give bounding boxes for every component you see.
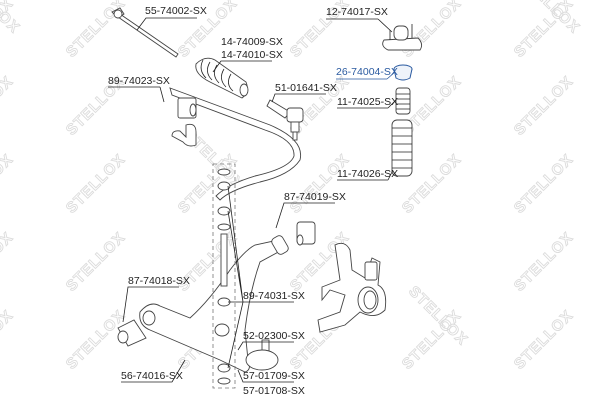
- bearing-part[interactable]: [393, 64, 413, 81]
- watermark-layer: STELLOX STELLOX STELLOX STELLOX STELLOX STELL…: [0, 0, 584, 373]
- label-boot-a[interactable]: 14-74009-SX: [221, 36, 283, 48]
- ball-joint-part[interactable]: [245, 339, 279, 371]
- label-bearing[interactable]: 26-74004-SX: [336, 66, 398, 78]
- watermark-text: STELLOX: [63, 229, 129, 295]
- watermark-text: STELLOX: [0, 307, 17, 373]
- watermark-text: STELLOX: [0, 151, 17, 217]
- stabilizer-bar-part[interactable]: [169, 87, 302, 201]
- watermark-text: STELLOX: [511, 229, 577, 295]
- label-link-bushing[interactable]: 89-74031-SX: [243, 290, 305, 302]
- arm-bushing-front-part[interactable]: [117, 319, 147, 347]
- steering-boot-part[interactable]: [195, 57, 249, 99]
- watermark-text: STELLOX: [511, 307, 577, 373]
- strut-mount-part[interactable]: [382, 24, 423, 51]
- label-control-arm-r[interactable]: 57-01708-SX: [243, 385, 305, 397]
- control-arm-part[interactable]: [139, 234, 290, 373]
- label-tie-rod[interactable]: 55-74002-SX: [145, 5, 207, 17]
- label-boot-b[interactable]: 14-74010-SX: [221, 49, 283, 61]
- watermark-text: STELLOX: [511, 73, 577, 139]
- label-ball-joint[interactable]: 52-02300-SX: [243, 330, 305, 342]
- arm-bushing-rear-part[interactable]: [296, 221, 316, 246]
- watermark-text: STELLOX: [511, 151, 577, 217]
- label-stab-bushing[interactable]: 89-74023-SX: [108, 75, 170, 87]
- stabilizer-bushing-part[interactable]: [171, 97, 197, 147]
- label-tie-rod-end[interactable]: 51-01641-SX: [275, 82, 337, 94]
- label-bump-stop[interactable]: 11-74025-SX: [337, 96, 399, 108]
- stabilizer-link-part[interactable]: [212, 163, 236, 389]
- watermark-text: STELLOX: [63, 151, 129, 217]
- tie-rod-end-part[interactable]: [266, 99, 304, 141]
- label-control-arm-l[interactable]: 57-01709-SX: [243, 370, 305, 382]
- label-dust-boot[interactable]: 11-74026-SX: [337, 168, 399, 180]
- label-arm-bushing-rear[interactable]: 87-74019-SX: [284, 191, 346, 203]
- bump-stop-part[interactable]: [395, 87, 411, 115]
- label-stab-link[interactable]: 56-74016-SX: [121, 370, 183, 382]
- steering-knuckle-part[interactable]: [317, 242, 387, 333]
- tie-rod-part[interactable]: [111, 7, 179, 58]
- watermark-text: STELLOX: [0, 73, 17, 139]
- leader-lines: [108, 17, 397, 383]
- watermark-text: STELLOX: [399, 0, 465, 61]
- label-arm-bushing-front[interactable]: 87-74018-SX: [128, 275, 190, 287]
- dust-boot-part[interactable]: [391, 119, 413, 177]
- watermark-text: STELLOX: [0, 229, 17, 295]
- label-strut-mount[interactable]: 12-74017-SX: [326, 6, 388, 18]
